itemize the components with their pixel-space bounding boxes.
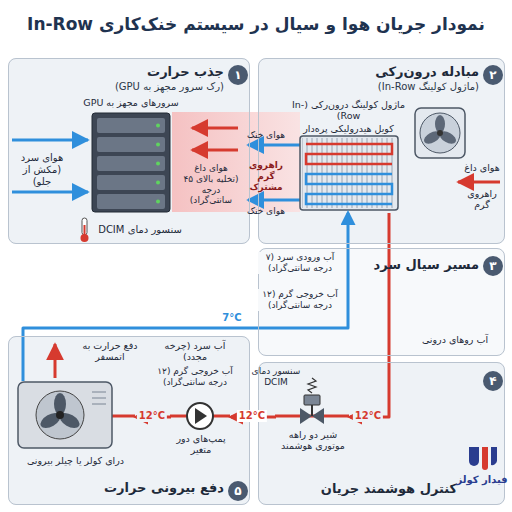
air-flow-label: هوای سرد (مکش از جلو) <box>12 152 72 188</box>
panel-subtitle: (ماژول کولینگ In-Row) <box>299 81 479 93</box>
heat-label: دفع حرارت به اتمسفر <box>70 340 150 363</box>
hot-aisle-band <box>172 112 300 212</box>
air-flow-label: هوای داغ (تخلیه بالای ۴۵ درجه سانتی‌گراد… <box>183 163 239 206</box>
fan-unit <box>415 108 465 158</box>
callout-number: ۱ <box>228 65 248 85</box>
dry-cooler-box: درای کولر یا چیلر بیرونی <box>15 381 136 471</box>
part-caption: شیر دو راهه موتوری هوشمند <box>276 429 350 452</box>
temperature-label: 12°C <box>137 410 167 422</box>
pipe-label: آب ورودی سرد (۷ درجه سانتی‌گراد) <box>258 252 342 274</box>
part-caption: ماژول کولینگ درون‌رکی (In-Row) <box>286 99 411 122</box>
dry-cooler <box>18 382 135 448</box>
pump-symbol <box>170 403 230 429</box>
sensor-label: سنسور دمای DCIM <box>90 224 190 236</box>
temperature-label: 7°C <box>220 312 243 324</box>
air-flow-label: هوای خنک <box>243 130 289 141</box>
part-caption: پمپ‌های دور متغیر <box>171 433 231 456</box>
pump-box: پمپ‌های دور متغیر <box>171 399 231 459</box>
callout-number: ۳ <box>483 256 503 276</box>
valve-box: شیر دو راهه موتوری هوشمند <box>276 399 350 471</box>
finned-coil <box>300 136 398 210</box>
callout-number: ۵ <box>228 481 248 501</box>
stage-panel: ۱جذب حرارت(رک سرور مجهز به GPU) سرورهای م… <box>8 58 250 244</box>
thermometer-icon <box>81 218 89 242</box>
aisle-label: راهروی گرم <box>460 188 504 211</box>
callout-number: ۴ <box>483 371 503 391</box>
stage-panel: ۲مبادله درون‌رکی(ماژول کولینگ In-Row) ماژ… <box>258 58 505 244</box>
server-rack-box: سرورهای مجهز به GPU <box>76 97 186 215</box>
stage-panel: ۵دفع بیرونی حرارت پمپ‌های دور متغیر درای ک… <box>8 336 250 505</box>
panel-subtitle: (رک سرور مجهز به GPU) <box>49 81 224 93</box>
panel-heading: جذب حرارت <box>69 64 224 80</box>
cooling-coil-box: ماژول کولینگ درون‌رکی (In-Row)کویل هیدرو… <box>286 99 411 213</box>
air-flow-label: هوای خنک <box>243 206 289 217</box>
part-caption: درای کولر یا چیلر بیرونی <box>15 455 136 466</box>
part-caption: سرورهای مجهز به GPU <box>76 97 186 108</box>
air-arrows <box>12 128 500 378</box>
pipe-label: آب سرد (چرخه مجدد) <box>160 340 230 363</box>
watermark: فیدار کولز <box>454 474 510 486</box>
pipe-label: آب خروجی گرم (۱۲ درجه سانتی‌گراد) <box>150 366 240 388</box>
brand-logo <box>469 447 497 470</box>
panel-heading: دفع بیرونی حرارت <box>69 480 224 496</box>
callout-number: ۲ <box>483 65 503 85</box>
pipe-label: آب روهای درونی <box>415 334 495 345</box>
server-rack <box>92 113 170 212</box>
sensor-label: سنسور دمای DCIM <box>251 366 301 388</box>
temperature-label: 12°C <box>237 410 267 422</box>
aisle-label: راهروی گرم مشترک <box>241 160 291 192</box>
panel-grounds <box>8 58 505 505</box>
part-caption: کویل هیدرولیکی پره‌دار <box>286 123 411 134</box>
panel-heading: کنترل هوشمند جریان <box>309 481 469 497</box>
temperature-label: 12°C <box>353 410 383 422</box>
panel-heading: مبادله درون‌رکی <box>319 64 479 80</box>
pipe-label: آب خروجی گرم (۱۲ درجه سانتی‌گراد) <box>258 289 342 311</box>
diagram-title: نمودار جریان هوا و سیال در سیستم خنک‌کار… <box>8 14 504 34</box>
panel-heading: مسیر سیال سرد <box>349 257 479 273</box>
air-flow-label: هوای داغ <box>460 162 504 173</box>
